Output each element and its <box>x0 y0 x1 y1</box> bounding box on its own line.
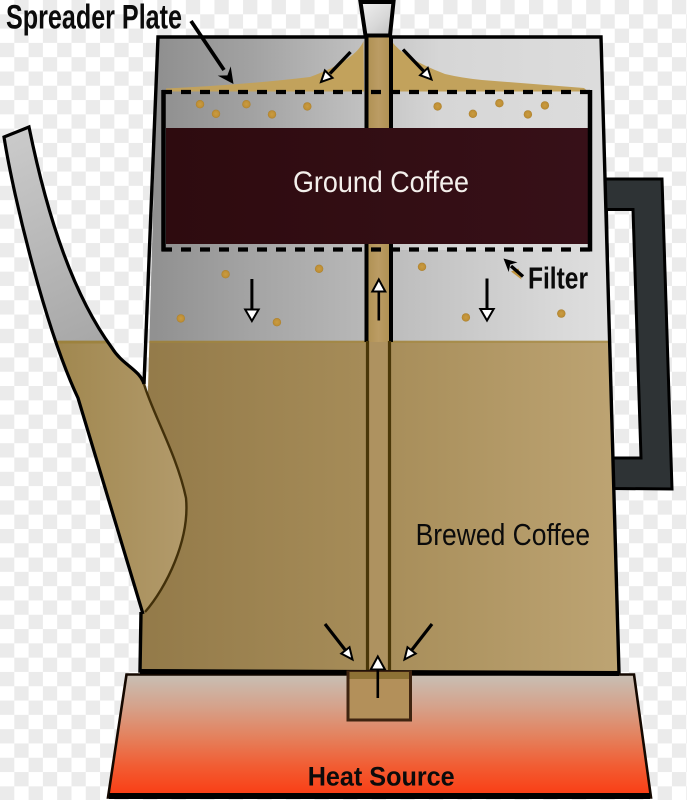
svg-text:Filter: Filter <box>528 261 588 296</box>
svg-text:Ground Coffee: Ground Coffee <box>293 166 469 199</box>
svg-text:Brewed Coffee: Brewed Coffee <box>416 517 590 552</box>
svg-text:Spreader Plate: Spreader Plate <box>6 0 182 37</box>
svg-text:Heat Source: Heat Source <box>308 762 455 792</box>
